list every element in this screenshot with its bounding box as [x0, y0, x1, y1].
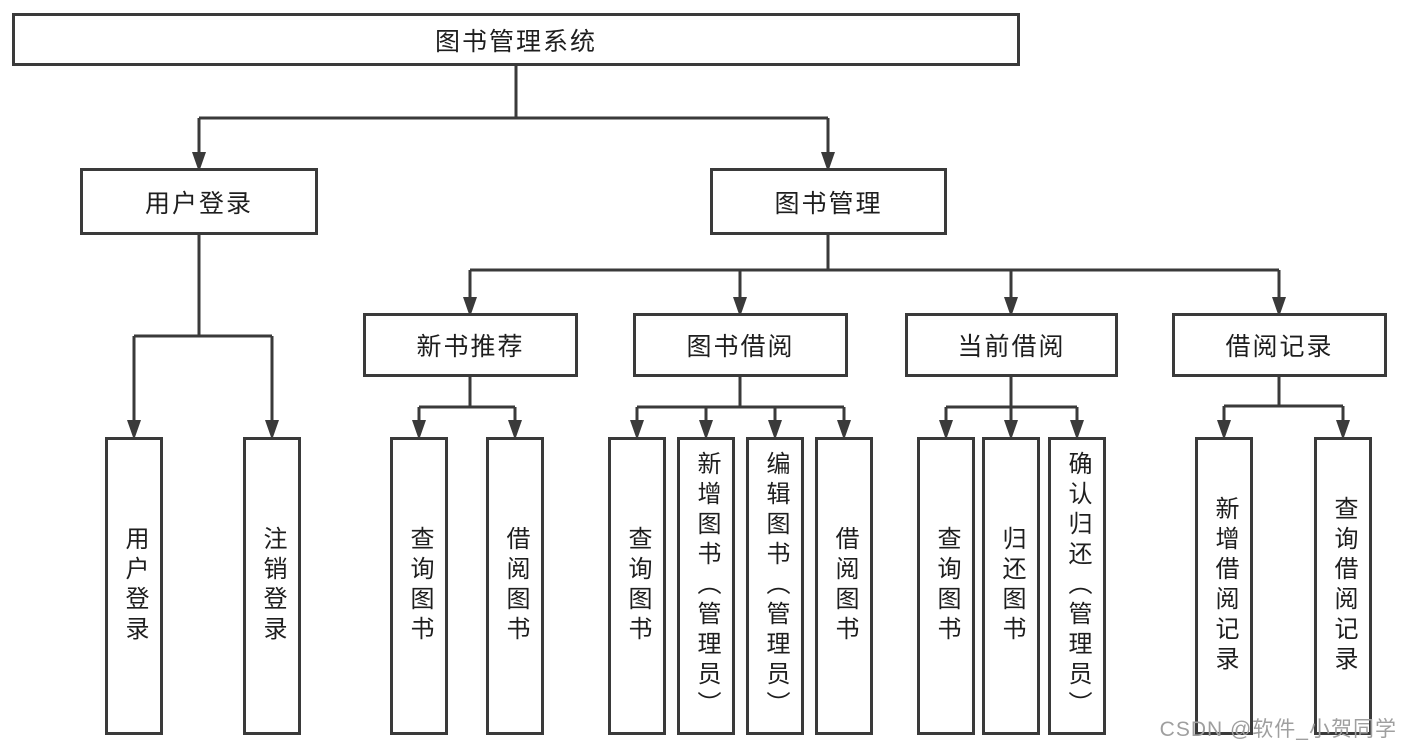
- leaf-user-login: 用户登录: [105, 437, 163, 735]
- csdn-watermark: CSDN @软件_小贺同学: [1159, 718, 1397, 741]
- leaf-current-query-books-label: 查询图书: [933, 526, 960, 646]
- leaf-query-borrow-record: 查询借阅记录: [1314, 437, 1372, 735]
- leaf-user-login-label: 用户登录: [121, 526, 148, 646]
- node-book-management-label: 图书管理: [774, 189, 883, 218]
- node-new-book-recommend: 新书推荐: [363, 313, 578, 377]
- node-book-borrowing-label: 图书借阅: [686, 333, 795, 361]
- node-new-book-recommend-label: 新书推荐: [416, 333, 525, 361]
- leaf-recommend-query-books: 查询图书: [390, 437, 448, 735]
- node-book-borrowing: 图书借阅: [633, 313, 848, 377]
- node-user-login-label: 用户登录: [144, 189, 253, 218]
- leaf-borrowing-borrow-books: 借阅图书: [815, 437, 873, 735]
- leaf-add-book-admin: 新增图书（管理员）: [677, 437, 735, 735]
- leaf-return-books-label: 归还图书: [998, 526, 1025, 646]
- leaf-return-books: 归还图书: [982, 437, 1040, 735]
- leaf-add-borrow-record: 新增借阅记录: [1195, 437, 1253, 735]
- leaf-query-borrow-record-label: 查询借阅记录: [1330, 496, 1357, 676]
- leaf-edit-book-admin: 编辑图书（管理员）: [746, 437, 804, 735]
- leaf-borrowing-query-books-label: 查询图书: [624, 526, 651, 646]
- node-current-borrowing-label: 当前借阅: [957, 333, 1066, 361]
- leaf-add-book-admin-label: 新增图书（管理员）: [693, 451, 720, 721]
- node-borrow-records-label: 借阅记录: [1225, 333, 1334, 361]
- tree-branch-lines: [132, 66, 1345, 423]
- leaf-add-borrow-record-label: 新增借阅记录: [1211, 496, 1238, 676]
- node-borrow-records: 借阅记录: [1172, 313, 1387, 377]
- node-root-system-label: 图书管理系统: [434, 27, 597, 56]
- leaf-borrowing-query-books: 查询图书: [608, 437, 666, 735]
- leaf-current-query-books: 查询图书: [917, 437, 975, 735]
- leaf-recommend-borrow-books-label: 借阅图书: [502, 526, 529, 646]
- node-current-borrowing: 当前借阅: [905, 313, 1118, 377]
- node-root-system: 图书管理系统: [12, 13, 1020, 66]
- leaf-edit-book-admin-label: 编辑图书（管理员）: [762, 451, 789, 721]
- leaf-borrowing-borrow-books-label: 借阅图书: [831, 526, 858, 646]
- leaf-logout-label: 注销登录: [259, 526, 286, 646]
- leaf-confirm-return-admin-label: 确认归还（管理员）: [1064, 451, 1091, 721]
- leaf-recommend-query-books-label: 查询图书: [406, 526, 433, 646]
- arrowhead-icons: [127, 152, 1350, 440]
- node-user-login: 用户登录: [80, 168, 318, 235]
- leaf-confirm-return-admin: 确认归还（管理员）: [1048, 437, 1106, 735]
- node-book-management: 图书管理: [710, 168, 947, 235]
- leaf-logout: 注销登录: [243, 437, 301, 735]
- leaf-recommend-borrow-books: 借阅图书: [486, 437, 544, 735]
